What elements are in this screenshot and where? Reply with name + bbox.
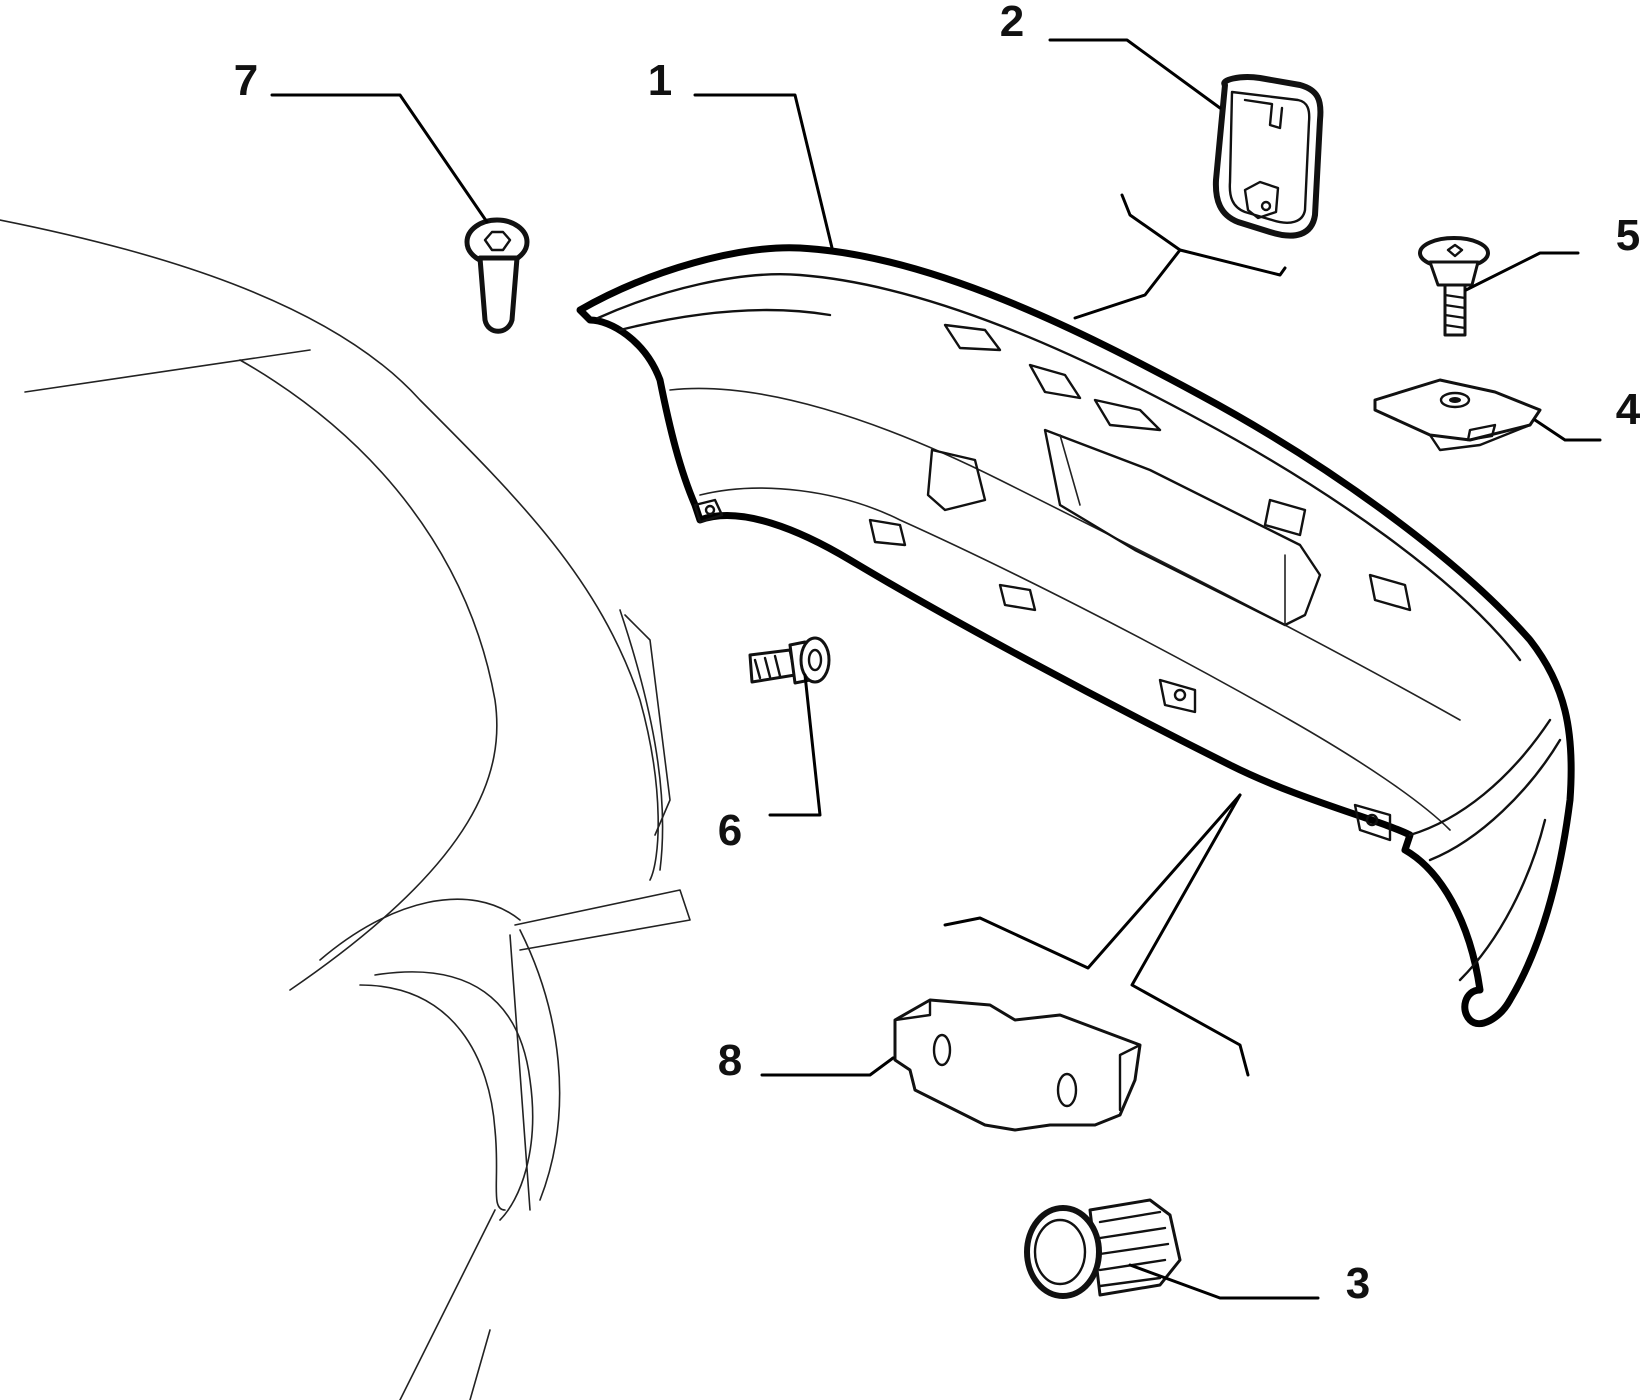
clip-nut-icon [1373, 378, 1542, 452]
group-bracket-lines [943, 193, 1287, 1077]
leader-lines [270, 38, 1602, 1300]
rear-bumper-icon [576, 244, 1575, 1028]
leader-line-4 [1533, 418, 1602, 442]
leader-line-2 [1048, 38, 1222, 110]
callout-1: 1 [648, 56, 672, 105]
threaded-plug-icon [1024, 1198, 1182, 1299]
leader-line-3 [1128, 1263, 1320, 1300]
bracket-line-8-left [943, 793, 1242, 970]
leader-line-1 [693, 93, 835, 254]
small-screw-icon [748, 636, 831, 685]
leader-line-7 [270, 93, 489, 224]
callout-labels: 7 1 2 5 4 6 8 3 [234, 0, 1641, 1308]
leader-line-8 [760, 1056, 895, 1077]
callout-7: 7 [234, 56, 258, 105]
callout-4: 4 [1616, 385, 1641, 434]
bracket-line-2-bottom [1073, 248, 1182, 320]
callout-8: 8 [718, 1036, 742, 1085]
leader-line-6 [768, 673, 822, 817]
callout-3: 3 [1346, 1259, 1370, 1308]
car-body-outline [0, 219, 691, 1400]
leader-line-5 [1464, 251, 1580, 292]
bumper-bracket-icon [893, 998, 1142, 1132]
flange-screw-icon [1418, 236, 1490, 337]
callout-5: 5 [1616, 211, 1640, 260]
callout-2: 2 [1000, 0, 1024, 46]
towing-eye-cover-icon [1212, 74, 1324, 239]
callout-6: 6 [718, 806, 742, 855]
torx-bolt-icon [464, 217, 530, 334]
bracket-line-8-right [1130, 793, 1250, 1077]
